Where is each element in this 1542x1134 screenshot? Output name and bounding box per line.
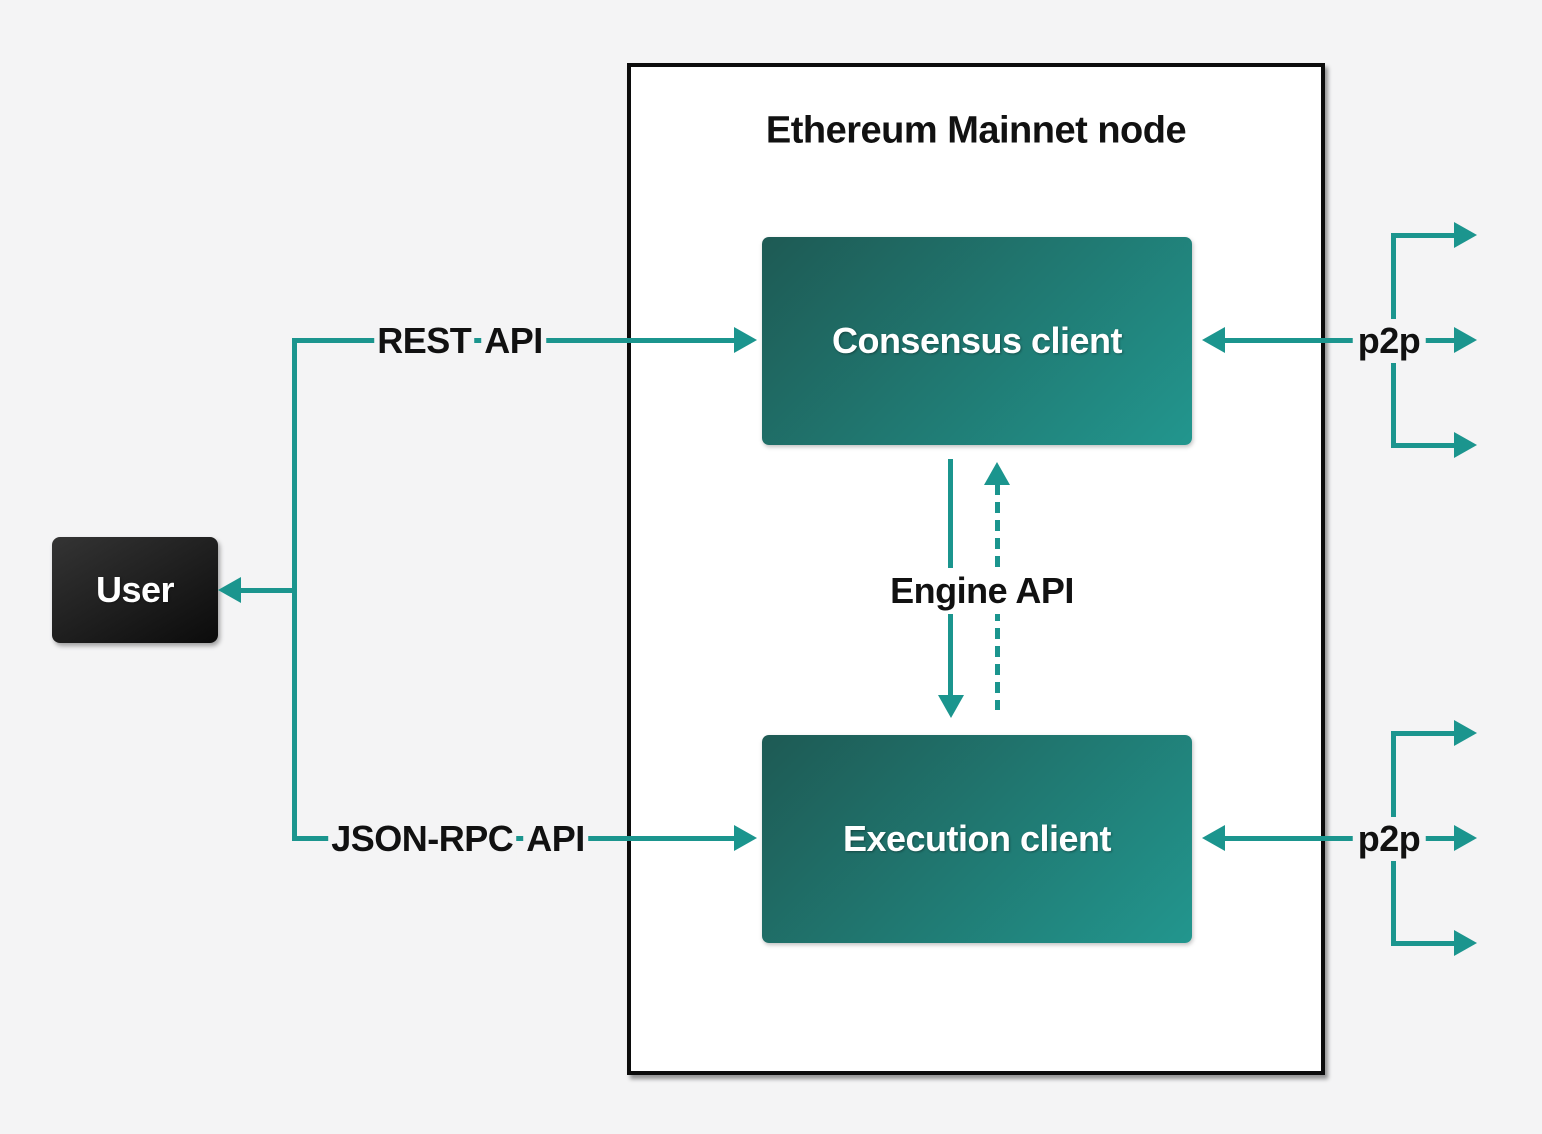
user-node-label: User — [95, 569, 175, 610]
p2p-top-lower-arrowhead — [1454, 432, 1477, 458]
json-rpc-api-arrowhead — [734, 825, 757, 851]
engine-api-label: Engine API — [880, 568, 1084, 614]
user-node: User — [52, 537, 218, 643]
p2p-bottom-upper-arrowhead — [1454, 720, 1477, 746]
json-rpc-api-label: JSON-RPC API — [328, 817, 588, 861]
p2p-bottom-label: p2p — [1352, 817, 1426, 861]
to-user-arrowhead — [218, 577, 241, 603]
json-rpc-api-label-word-2: API — [523, 817, 588, 861]
consensus-client-label: Consensus client — [831, 320, 1123, 361]
p2p-top-upper-arrowhead — [1454, 222, 1477, 248]
p2p-to-execution-arrowhead — [1202, 825, 1225, 851]
p2p-to-consensus-arrowhead — [1202, 327, 1225, 353]
execution-client-label: Execution client — [842, 818, 1112, 859]
p2p-bottom-middle-arrowhead — [1454, 825, 1477, 851]
p2p-top-lower-branch-line — [1391, 443, 1454, 448]
p2p-top-middle-arrowhead — [1454, 327, 1477, 353]
rest-api-label-word-1: REST — [374, 319, 475, 363]
p2p-top-main-line — [1224, 338, 1454, 343]
user-branch-vertical-line — [292, 338, 297, 841]
p2p-bottom-upper-branch-line — [1391, 731, 1454, 736]
p2p-bottom-lower-branch-line — [1391, 941, 1454, 946]
p2p-top-label: p2p — [1352, 319, 1426, 363]
p2p-top-upper-branch-line — [1391, 233, 1454, 238]
p2p-bottom-main-line — [1224, 836, 1454, 841]
to-user-line — [241, 588, 293, 593]
execution-client-node: Execution client — [762, 735, 1192, 943]
json-rpc-api-label-word-1: JSON-RPC — [328, 817, 517, 861]
engine-api-down-arrowhead — [938, 695, 964, 718]
consensus-client-node: Consensus client — [762, 237, 1192, 445]
diagram-title: Ethereum Mainnet node — [765, 109, 1187, 152]
rest-api-label: REST API — [374, 319, 546, 363]
rest-api-label-word-2: API — [481, 319, 546, 363]
engine-api-up-arrowhead — [984, 462, 1010, 485]
p2p-bottom-lower-arrowhead — [1454, 930, 1477, 956]
rest-api-arrowhead — [734, 327, 757, 353]
